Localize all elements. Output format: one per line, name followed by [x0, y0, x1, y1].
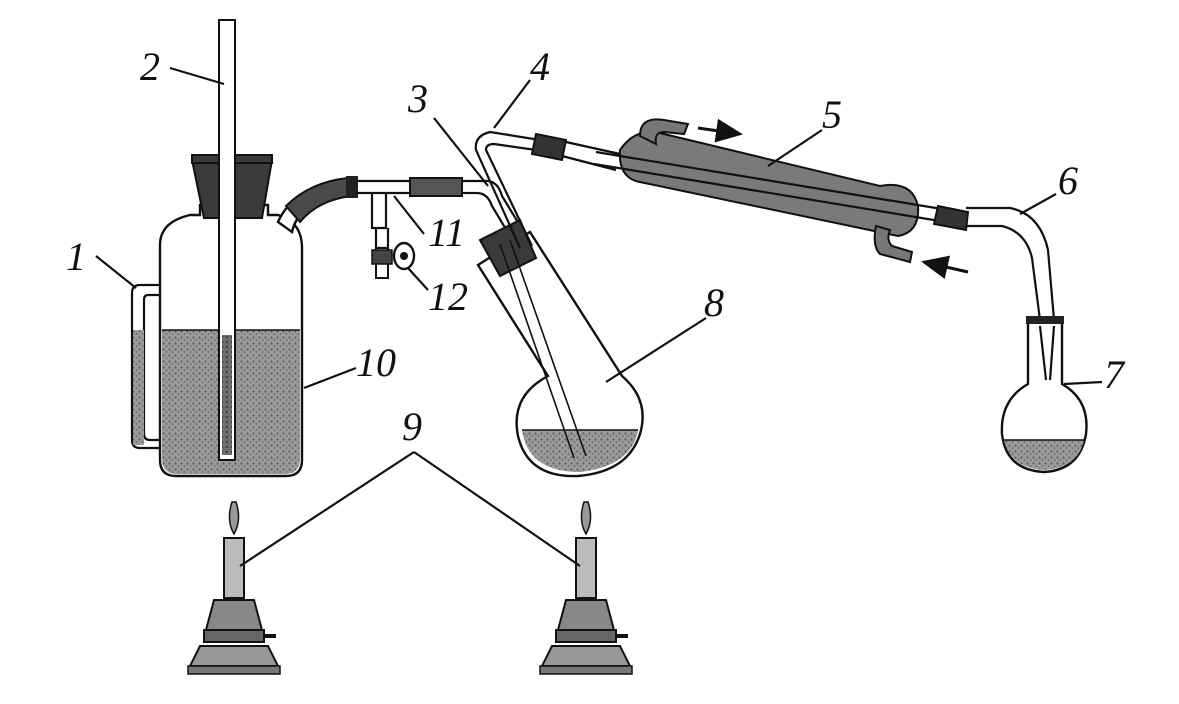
condenser-joint	[530, 132, 621, 172]
label-11: 11	[428, 210, 465, 255]
label-5: 5	[822, 92, 842, 137]
label-1: 1	[66, 234, 86, 279]
spirit-burner-left	[187, 501, 281, 675]
label-2: 2	[140, 44, 160, 89]
label-4: 4	[530, 44, 550, 89]
label-9: 9	[402, 404, 422, 449]
pinch-clamp	[371, 241, 416, 271]
receiver-flask	[1000, 316, 1088, 474]
label-10: 10	[356, 340, 396, 385]
label-6: 6	[1058, 158, 1078, 203]
level-gauge-tube	[130, 283, 160, 450]
safety-tube	[218, 19, 236, 461]
leader-lines	[95, 66, 1103, 567]
label-8: 8	[704, 280, 724, 325]
spirit-burner-right	[539, 501, 633, 675]
distillation-flask	[474, 130, 644, 478]
t-branch-tube	[370, 193, 390, 279]
liebig-condenser	[593, 118, 969, 280]
rubber-connector	[284, 176, 354, 224]
label-3: 3	[407, 76, 428, 121]
label-7: 7	[1104, 352, 1126, 397]
label-12: 12	[428, 274, 468, 319]
adapter-joint	[932, 204, 970, 232]
